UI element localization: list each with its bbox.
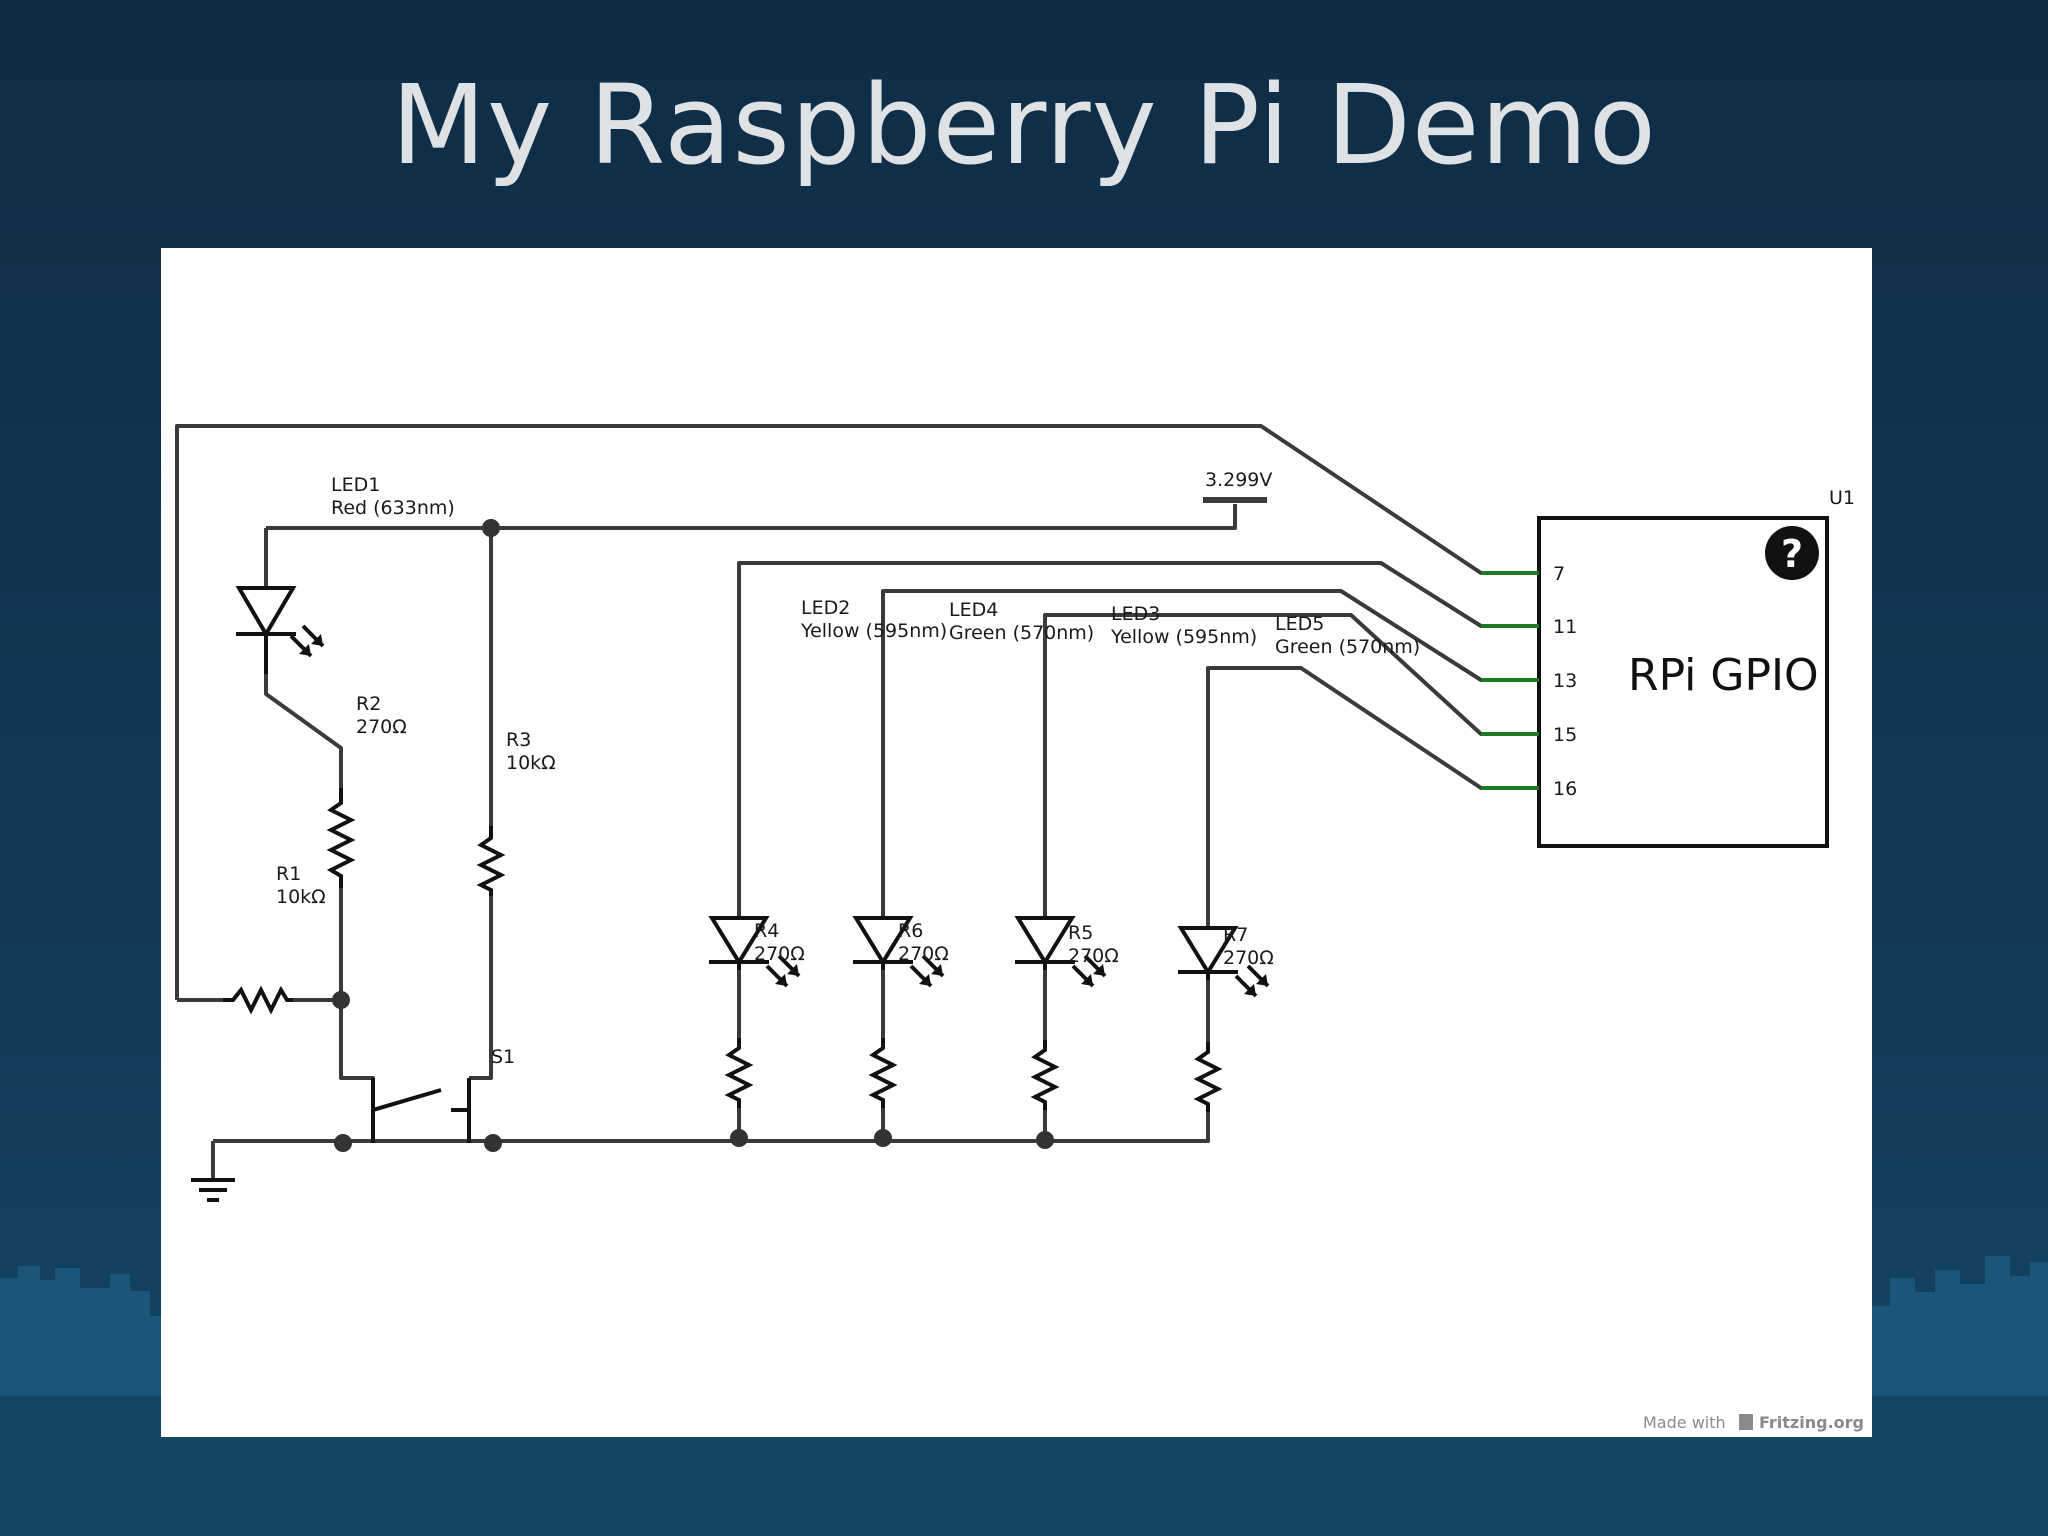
led3-ref: LED3 xyxy=(1111,603,1160,625)
gpio-pin-label: 13 xyxy=(1553,670,1577,692)
r5-ref: R5 xyxy=(1068,922,1093,944)
r7-ref: R7 xyxy=(1223,924,1248,946)
r6-ref: R6 xyxy=(898,920,923,942)
junction-dot xyxy=(332,991,350,1009)
resistor-r3 xyxy=(476,826,506,896)
wire-r3-s1 xyxy=(469,896,493,1080)
wire-pin15 xyxy=(1043,613,1535,918)
resistor-r7 xyxy=(1193,1042,1223,1112)
wire-3v3-bus xyxy=(266,504,1237,530)
r1-ref: R1 xyxy=(276,863,301,885)
led2-color: Yellow (595nm) xyxy=(800,620,947,642)
gpio-pin-label: 15 xyxy=(1553,724,1577,746)
resistor-r6 xyxy=(868,1038,898,1108)
r7-value: 270Ω xyxy=(1223,947,1274,969)
schematic-panel: ? RPi GPIO 7 11 13 15 16 U1 3.299V LED1 … xyxy=(161,248,1872,1437)
led4-color: Green (570nm) xyxy=(949,622,1094,644)
gpio-ref: U1 xyxy=(1829,487,1855,509)
gpio-pin-label: 7 xyxy=(1553,563,1565,585)
help-icon xyxy=(1765,526,1819,580)
wire-led1-r2 xyxy=(264,674,343,788)
ground-symbol xyxy=(191,1178,235,1202)
slide-title: My Raspberry Pi Demo xyxy=(391,61,1657,189)
r3-value: 10kΩ xyxy=(506,752,556,774)
led2-ref: LED2 xyxy=(801,597,850,619)
led4-ref: LED4 xyxy=(949,599,998,621)
junction-dot xyxy=(1036,1131,1054,1149)
resistor-r2 xyxy=(326,788,356,888)
wire-pin16 xyxy=(1206,666,1535,928)
footer-brand: Fritzing.org xyxy=(1759,1413,1864,1432)
r4-value: 270Ω xyxy=(754,943,805,965)
resistor-r4 xyxy=(724,1038,754,1108)
fritzing-logo-icon xyxy=(1739,1414,1753,1430)
wire-ground-bus xyxy=(213,1136,1210,1143)
led3-color: Yellow (595nm) xyxy=(1110,626,1257,648)
r3-ref: R3 xyxy=(506,729,531,751)
r5-value: 270Ω xyxy=(1068,945,1119,967)
led1-ref: LED1 xyxy=(331,474,380,496)
gpio-pin-label: 16 xyxy=(1553,778,1577,800)
r2-ref: R2 xyxy=(356,693,381,715)
gpio-pin-label: 11 xyxy=(1553,616,1577,638)
r1-value: 10kΩ xyxy=(276,886,326,908)
junction-dot xyxy=(484,1134,502,1152)
resistor-r1 xyxy=(223,985,293,1015)
gpio-name: RPi GPIO xyxy=(1628,650,1819,701)
led2-symbol xyxy=(708,916,801,988)
wire-node-s1 xyxy=(339,1000,375,1143)
led3-symbol xyxy=(1014,916,1107,988)
junction-dot xyxy=(334,1134,352,1152)
junction-dot xyxy=(730,1129,748,1147)
switch-ref: S1 xyxy=(491,1046,515,1068)
led1-color: Red (633nm) xyxy=(331,497,455,519)
r6-value: 270Ω xyxy=(898,943,949,965)
led5-color: Green (570nm) xyxy=(1275,636,1420,658)
led5-ref: LED5 xyxy=(1275,613,1324,635)
junction-dot xyxy=(874,1129,892,1147)
help-icon-glyph: ? xyxy=(1781,532,1803,576)
rpi-gpio-block: ? RPi GPIO 7 11 13 15 16 U1 xyxy=(1481,487,1855,848)
r4-ref: R4 xyxy=(754,920,779,942)
junction-dot xyxy=(482,519,500,537)
footer-made-with: Made with xyxy=(1643,1413,1726,1432)
supply-label: 3.299V xyxy=(1205,469,1272,491)
r2-value: 270Ω xyxy=(356,716,407,738)
circuit-schematic: ? RPi GPIO 7 11 13 15 16 U1 3.299V LED1 … xyxy=(175,424,1864,1432)
resistor-r5 xyxy=(1030,1040,1060,1110)
switch-s1 xyxy=(371,1078,471,1143)
led1-symbol xyxy=(235,586,325,674)
